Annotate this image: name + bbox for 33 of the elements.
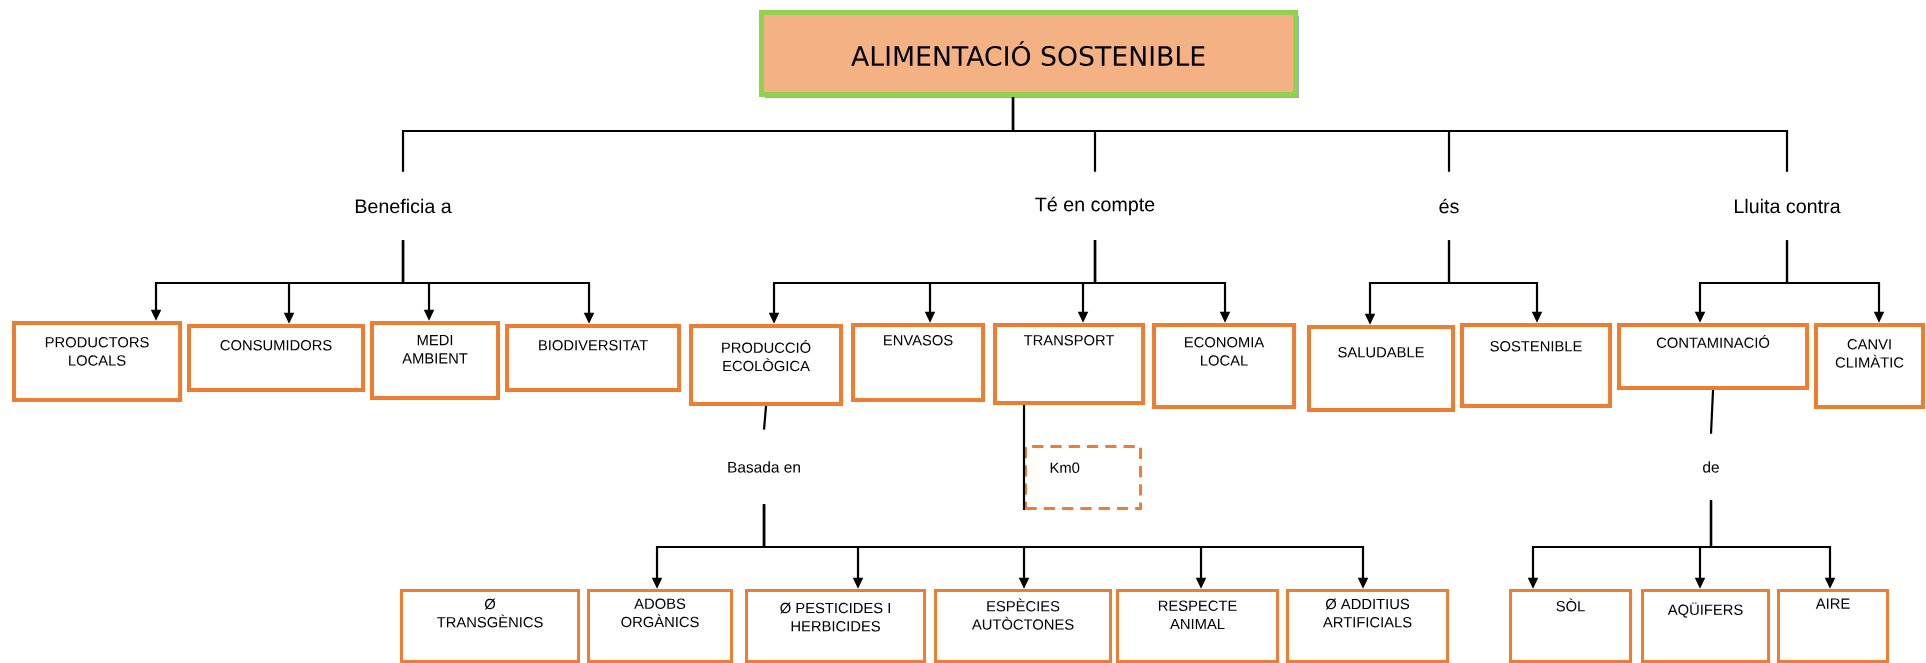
concept-box: SALUDABLE: [1307, 325, 1456, 412]
concept-box: ESPÈCIES AUTÒCTONES: [934, 589, 1113, 663]
concept-box: Ø PESTICIDES I HERBICIDES: [745, 589, 927, 663]
concept-box: CONTAMINACIÓ: [1617, 323, 1810, 390]
relation-label: Lluita contra: [1735, 198, 1841, 214]
concept-box: ADOBS ORGÀNICS: [587, 589, 734, 663]
concept-box: ENVASOS: [851, 323, 986, 402]
connector-line: [1011, 97, 1789, 172]
concept-box: Ø ADDITIUS ARTIFICIALS: [1286, 589, 1450, 663]
relation-label: Basada en: [728, 461, 800, 473]
relation-label: Beneficia a: [355, 198, 452, 214]
connector-line: [1709, 389, 1715, 434]
dashed-box: Km0: [1024, 445, 1143, 510]
concept-box: RESPECTE ANIMAL: [1116, 589, 1280, 663]
concept-box: SOSTENIBLE: [1460, 323, 1613, 408]
concept-box: CONSUMIDORS: [187, 324, 366, 392]
connector-line: [1022, 405, 1026, 510]
concept-box: ECONOMIA LOCAL: [1152, 323, 1297, 409]
concept-box: BIODIVERSITAT: [505, 324, 682, 392]
concept-box: PRODUCCIÓ ECOLÒGICA: [689, 324, 844, 406]
concept-box: MEDI AMBIENT: [370, 321, 501, 400]
connector-line: [762, 405, 768, 430]
concept-box: AQÜIFERS: [1641, 589, 1771, 663]
concept-box: AIRE: [1777, 589, 1890, 663]
title-box: ALIMENTACIÓ SOSTENIBLE: [759, 10, 1299, 98]
relation-label: és: [1439, 198, 1459, 214]
concept-box: PRODUCTORS LOCALS: [12, 321, 183, 402]
concept-box: Ø TRANSGÈNICS: [400, 589, 581, 663]
concept-box: SÒL: [1509, 589, 1633, 663]
relation-label: de: [1703, 461, 1719, 473]
concept-box: TRANSPORT: [993, 323, 1146, 405]
relation-label: Té en compte: [1035, 196, 1155, 216]
concept-box: CANVI CLIMÀTIC: [1814, 323, 1926, 409]
